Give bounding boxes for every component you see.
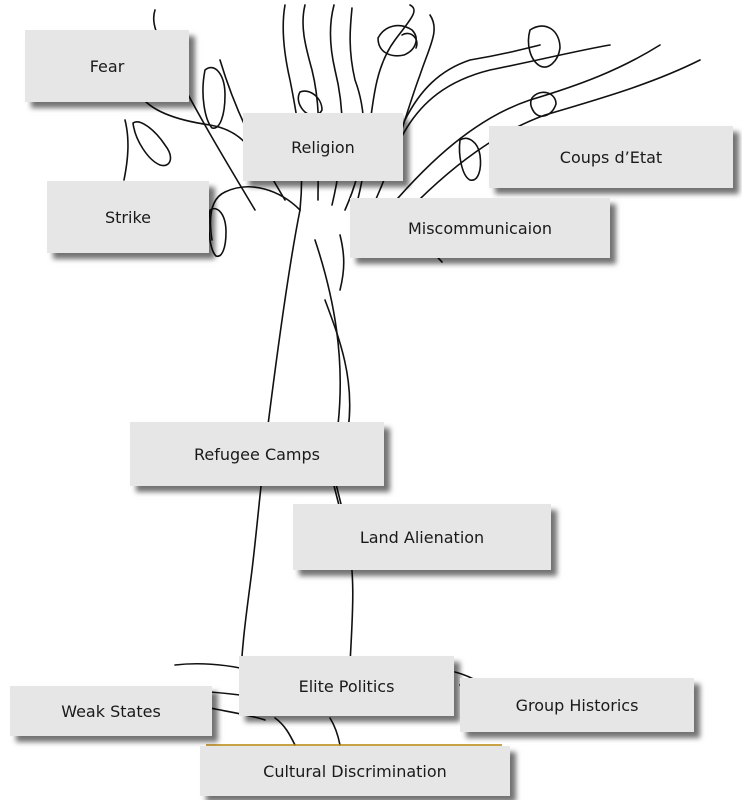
- branch-right-top: [399, 44, 611, 141]
- label-religion: Religion: [243, 113, 403, 181]
- label-coups-detat: Coups d’Etat: [489, 126, 733, 188]
- leaf: [529, 91, 557, 117]
- trunk-inner-strand: [324, 299, 351, 431]
- root: [174, 662, 241, 669]
- branch-right-long-1: [374, 44, 661, 226]
- label-weak-states: Weak States: [10, 686, 212, 736]
- trunk-left-upper: [267, 209, 301, 426]
- label-strike: Strike: [47, 181, 209, 253]
- root: [274, 717, 296, 746]
- branch-left-to-strike: [209, 186, 301, 241]
- leaf: [208, 208, 227, 257]
- leaf: [458, 137, 482, 181]
- branch-right-of-misc: [339, 234, 345, 291]
- label-cultural-discrimination: Cultural Discrimination: [200, 746, 510, 796]
- leaf: [401, 32, 418, 49]
- label-refugee-camps: Refugee Camps: [130, 422, 384, 486]
- branch-right-upper: [404, 44, 541, 121]
- label-miscommunication: Miscommunicaion: [350, 198, 610, 258]
- label-fear: Fear: [25, 30, 189, 102]
- label-elite-politics: Elite Politics: [239, 656, 454, 716]
- label-land-alienation: Land Alienation: [293, 504, 551, 570]
- branch-left-low: [123, 119, 129, 181]
- root: [329, 717, 341, 746]
- leaf: [202, 66, 226, 129]
- leaf: [527, 25, 561, 68]
- branch-left-curl: [139, 94, 261, 171]
- leaf: [377, 24, 417, 57]
- label-group-historics: Group Historics: [460, 678, 694, 732]
- leaf: [132, 121, 172, 167]
